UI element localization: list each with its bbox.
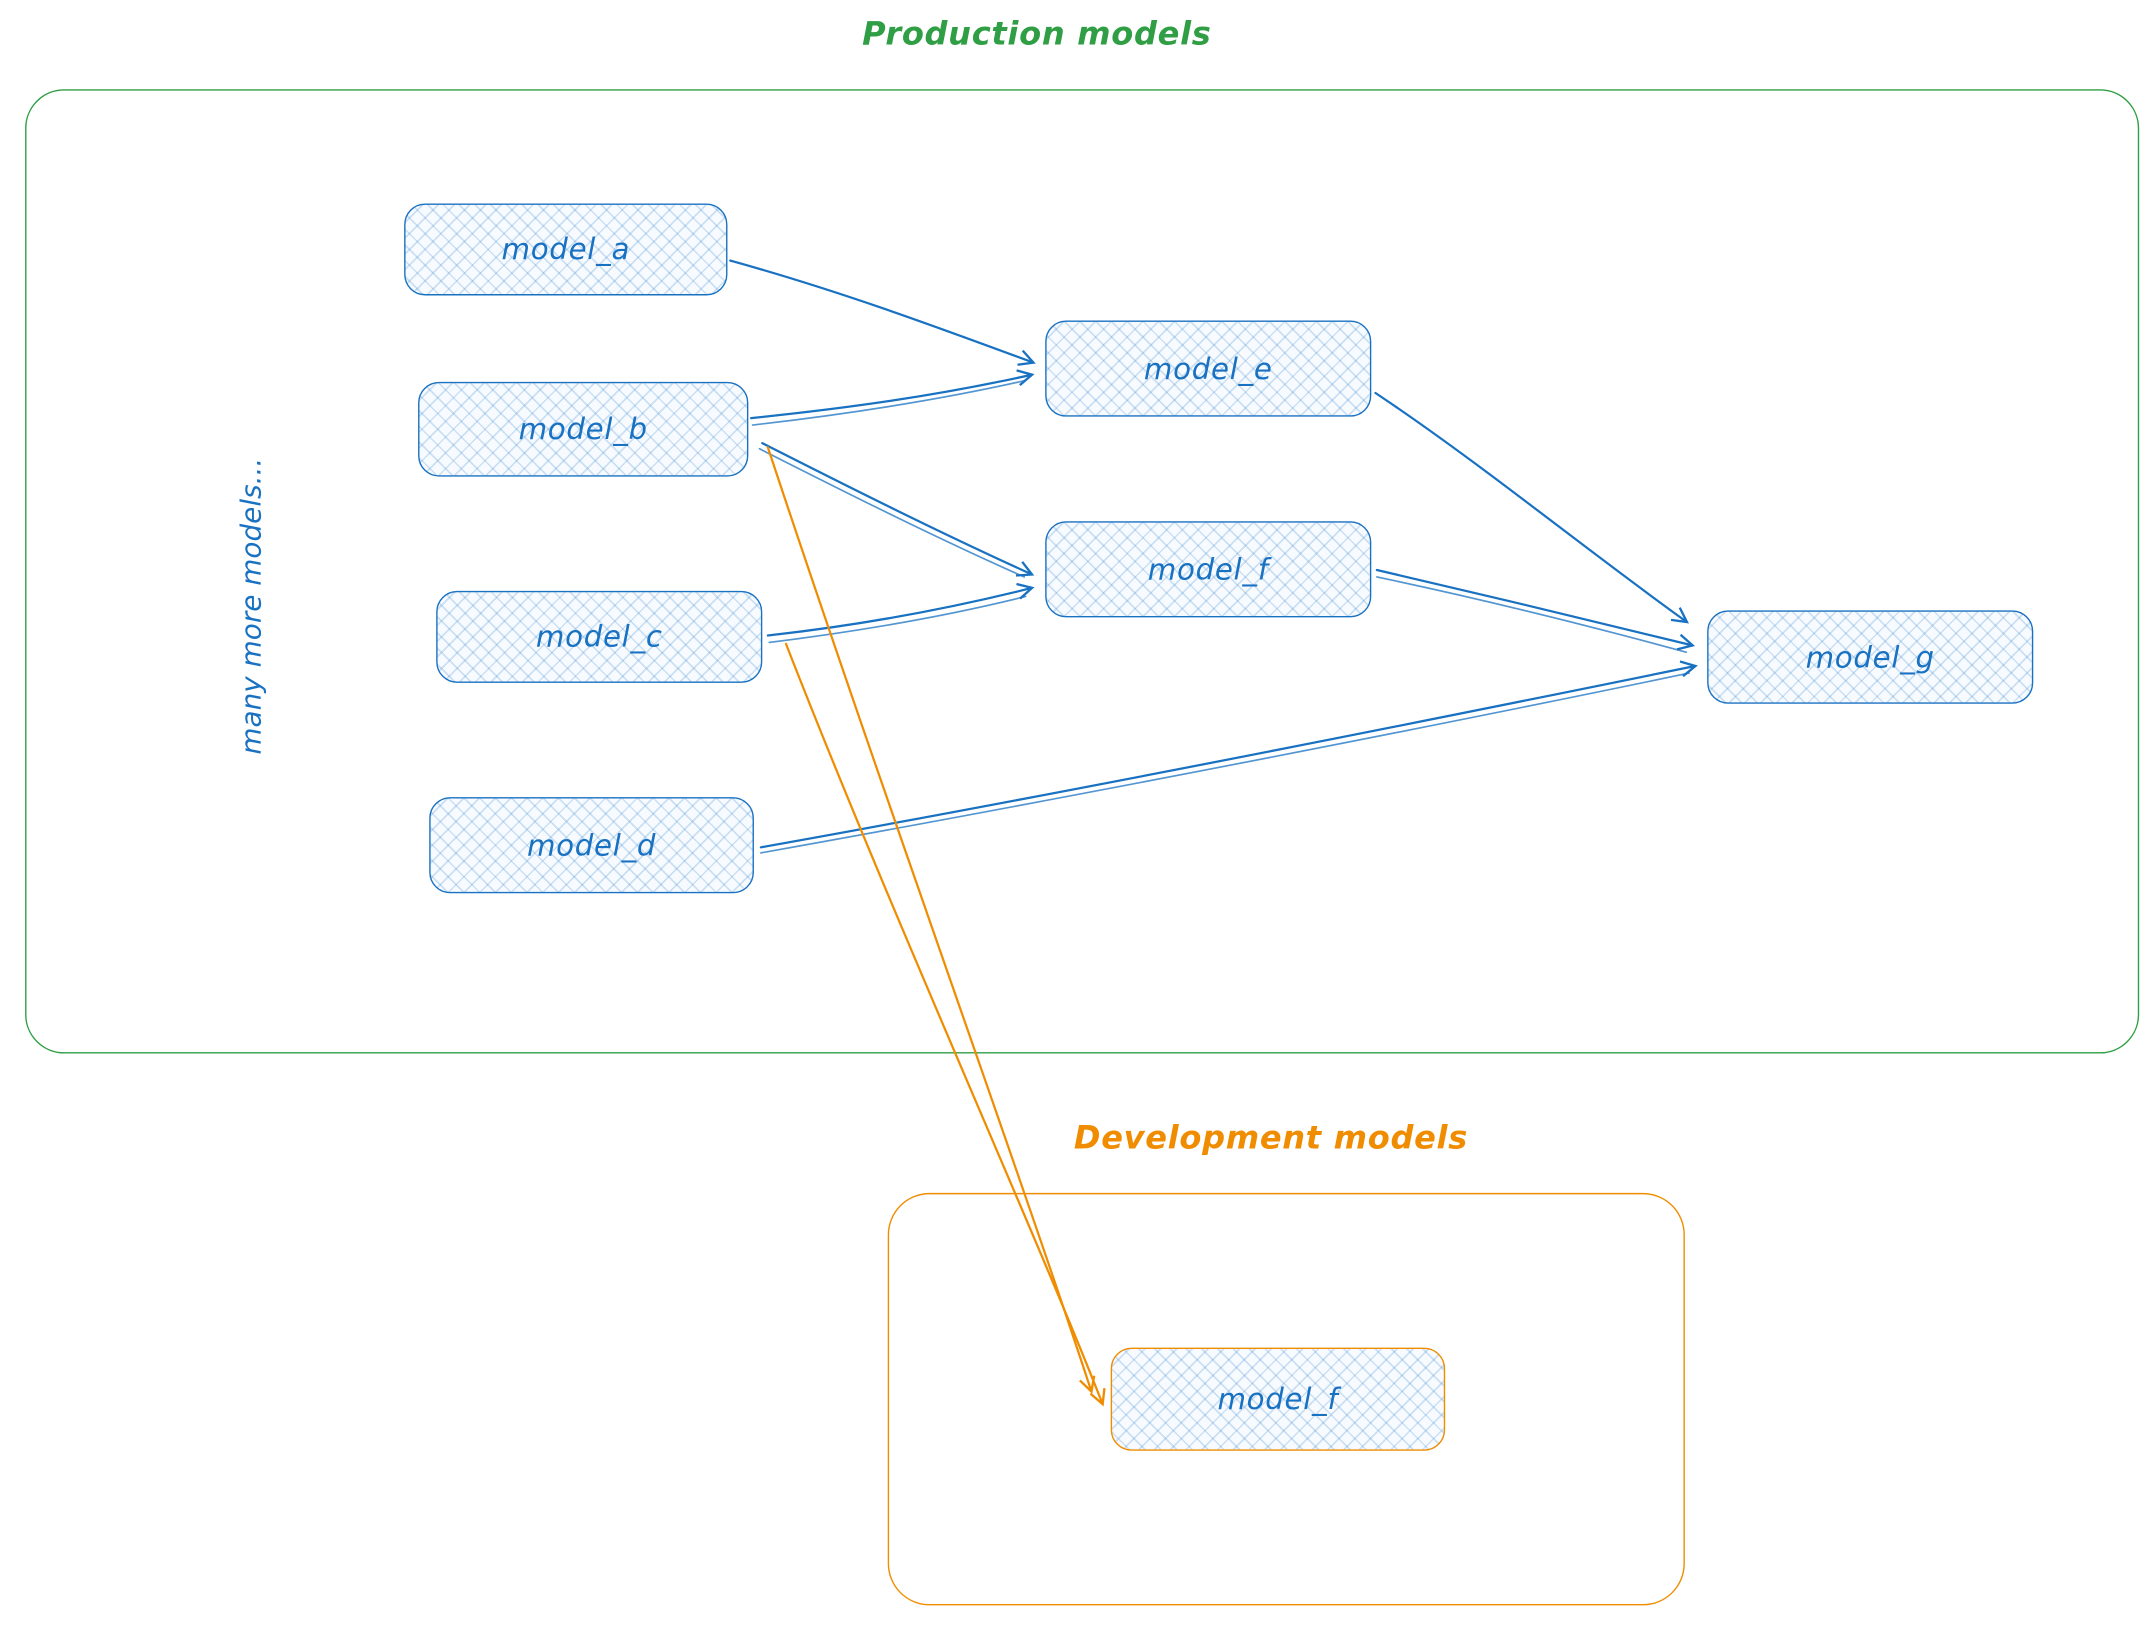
node-model_a-label: model_a bbox=[501, 232, 631, 267]
node-model_a[interactable]: model_a bbox=[404, 203, 728, 296]
node-dev_model_f[interactable]: model_f bbox=[1110, 1347, 1446, 1451]
production-models-title: Production models bbox=[862, 16, 1212, 53]
node-model_f[interactable]: model_f bbox=[1045, 521, 1372, 618]
development-models-title: Development models bbox=[1073, 1120, 1469, 1157]
node-model_e-label: model_e bbox=[1143, 351, 1273, 386]
node-model_d-label: model_d bbox=[526, 828, 657, 862]
node-model_b-label: model_b bbox=[518, 412, 648, 446]
node-model_f-label: model_f bbox=[1147, 552, 1269, 587]
node-model_e[interactable]: model_e bbox=[1045, 320, 1372, 417]
node-dev_model_f-label: model_f bbox=[1217, 1382, 1339, 1416]
node-model_c[interactable]: model_c bbox=[436, 590, 763, 683]
node-model_c-label: model_c bbox=[535, 620, 663, 654]
node-model_b[interactable]: model_b bbox=[418, 381, 749, 477]
node-model_g[interactable]: model_g bbox=[1707, 610, 2034, 704]
node-model_g-label: model_g bbox=[1805, 640, 1935, 674]
many-more-models-label: many more models... bbox=[234, 457, 268, 755]
node-model_d[interactable]: model_d bbox=[429, 797, 754, 894]
